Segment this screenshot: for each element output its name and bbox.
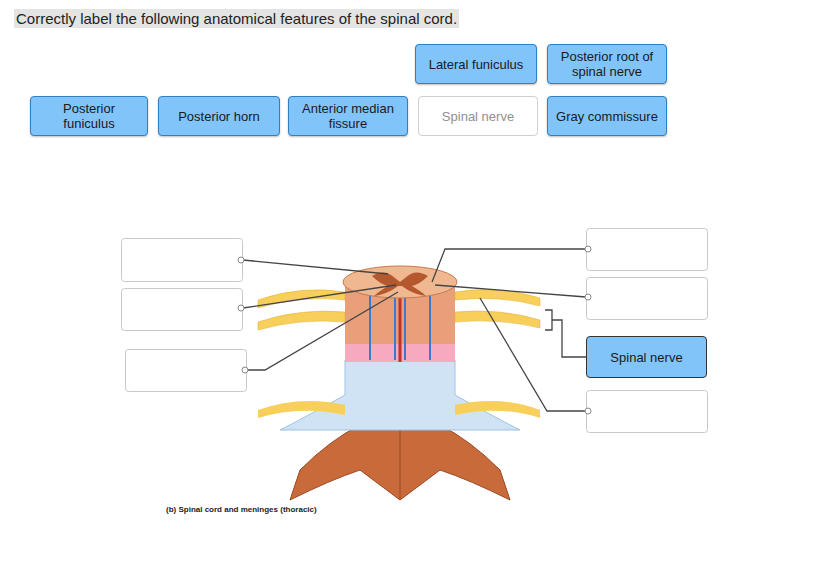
used-label-chip: Spinal nerve	[418, 96, 538, 136]
label-text: Posterior horn	[178, 109, 260, 124]
placed-label: Spinal nerve	[586, 336, 707, 378]
label-chip: Posterior root of spinal nerve	[547, 44, 667, 84]
label-chip: Posterior funiculus	[30, 96, 148, 136]
label-text: Posterior root of spinal nerve	[554, 49, 660, 79]
label-text: Spinal nerve	[610, 350, 682, 365]
label-chip: Gray commissure	[547, 96, 667, 136]
label-chip: Lateral funiculus	[415, 44, 537, 84]
question-title: Correctly label the following anatomical…	[14, 9, 459, 28]
label-text: Spinal nerve	[442, 109, 514, 124]
label-text: Lateral funiculus	[429, 57, 524, 72]
label-text: Posterior funiculus	[37, 101, 141, 131]
label-text: Anterior median fissure	[295, 101, 401, 131]
figure-caption: (b) Spinal cord and meninges (thoracic)	[166, 505, 317, 514]
label-chip: Posterior horn	[158, 96, 280, 136]
label-chip: Anterior median fissure	[288, 96, 408, 136]
label-text: Gray commissure	[556, 109, 658, 124]
